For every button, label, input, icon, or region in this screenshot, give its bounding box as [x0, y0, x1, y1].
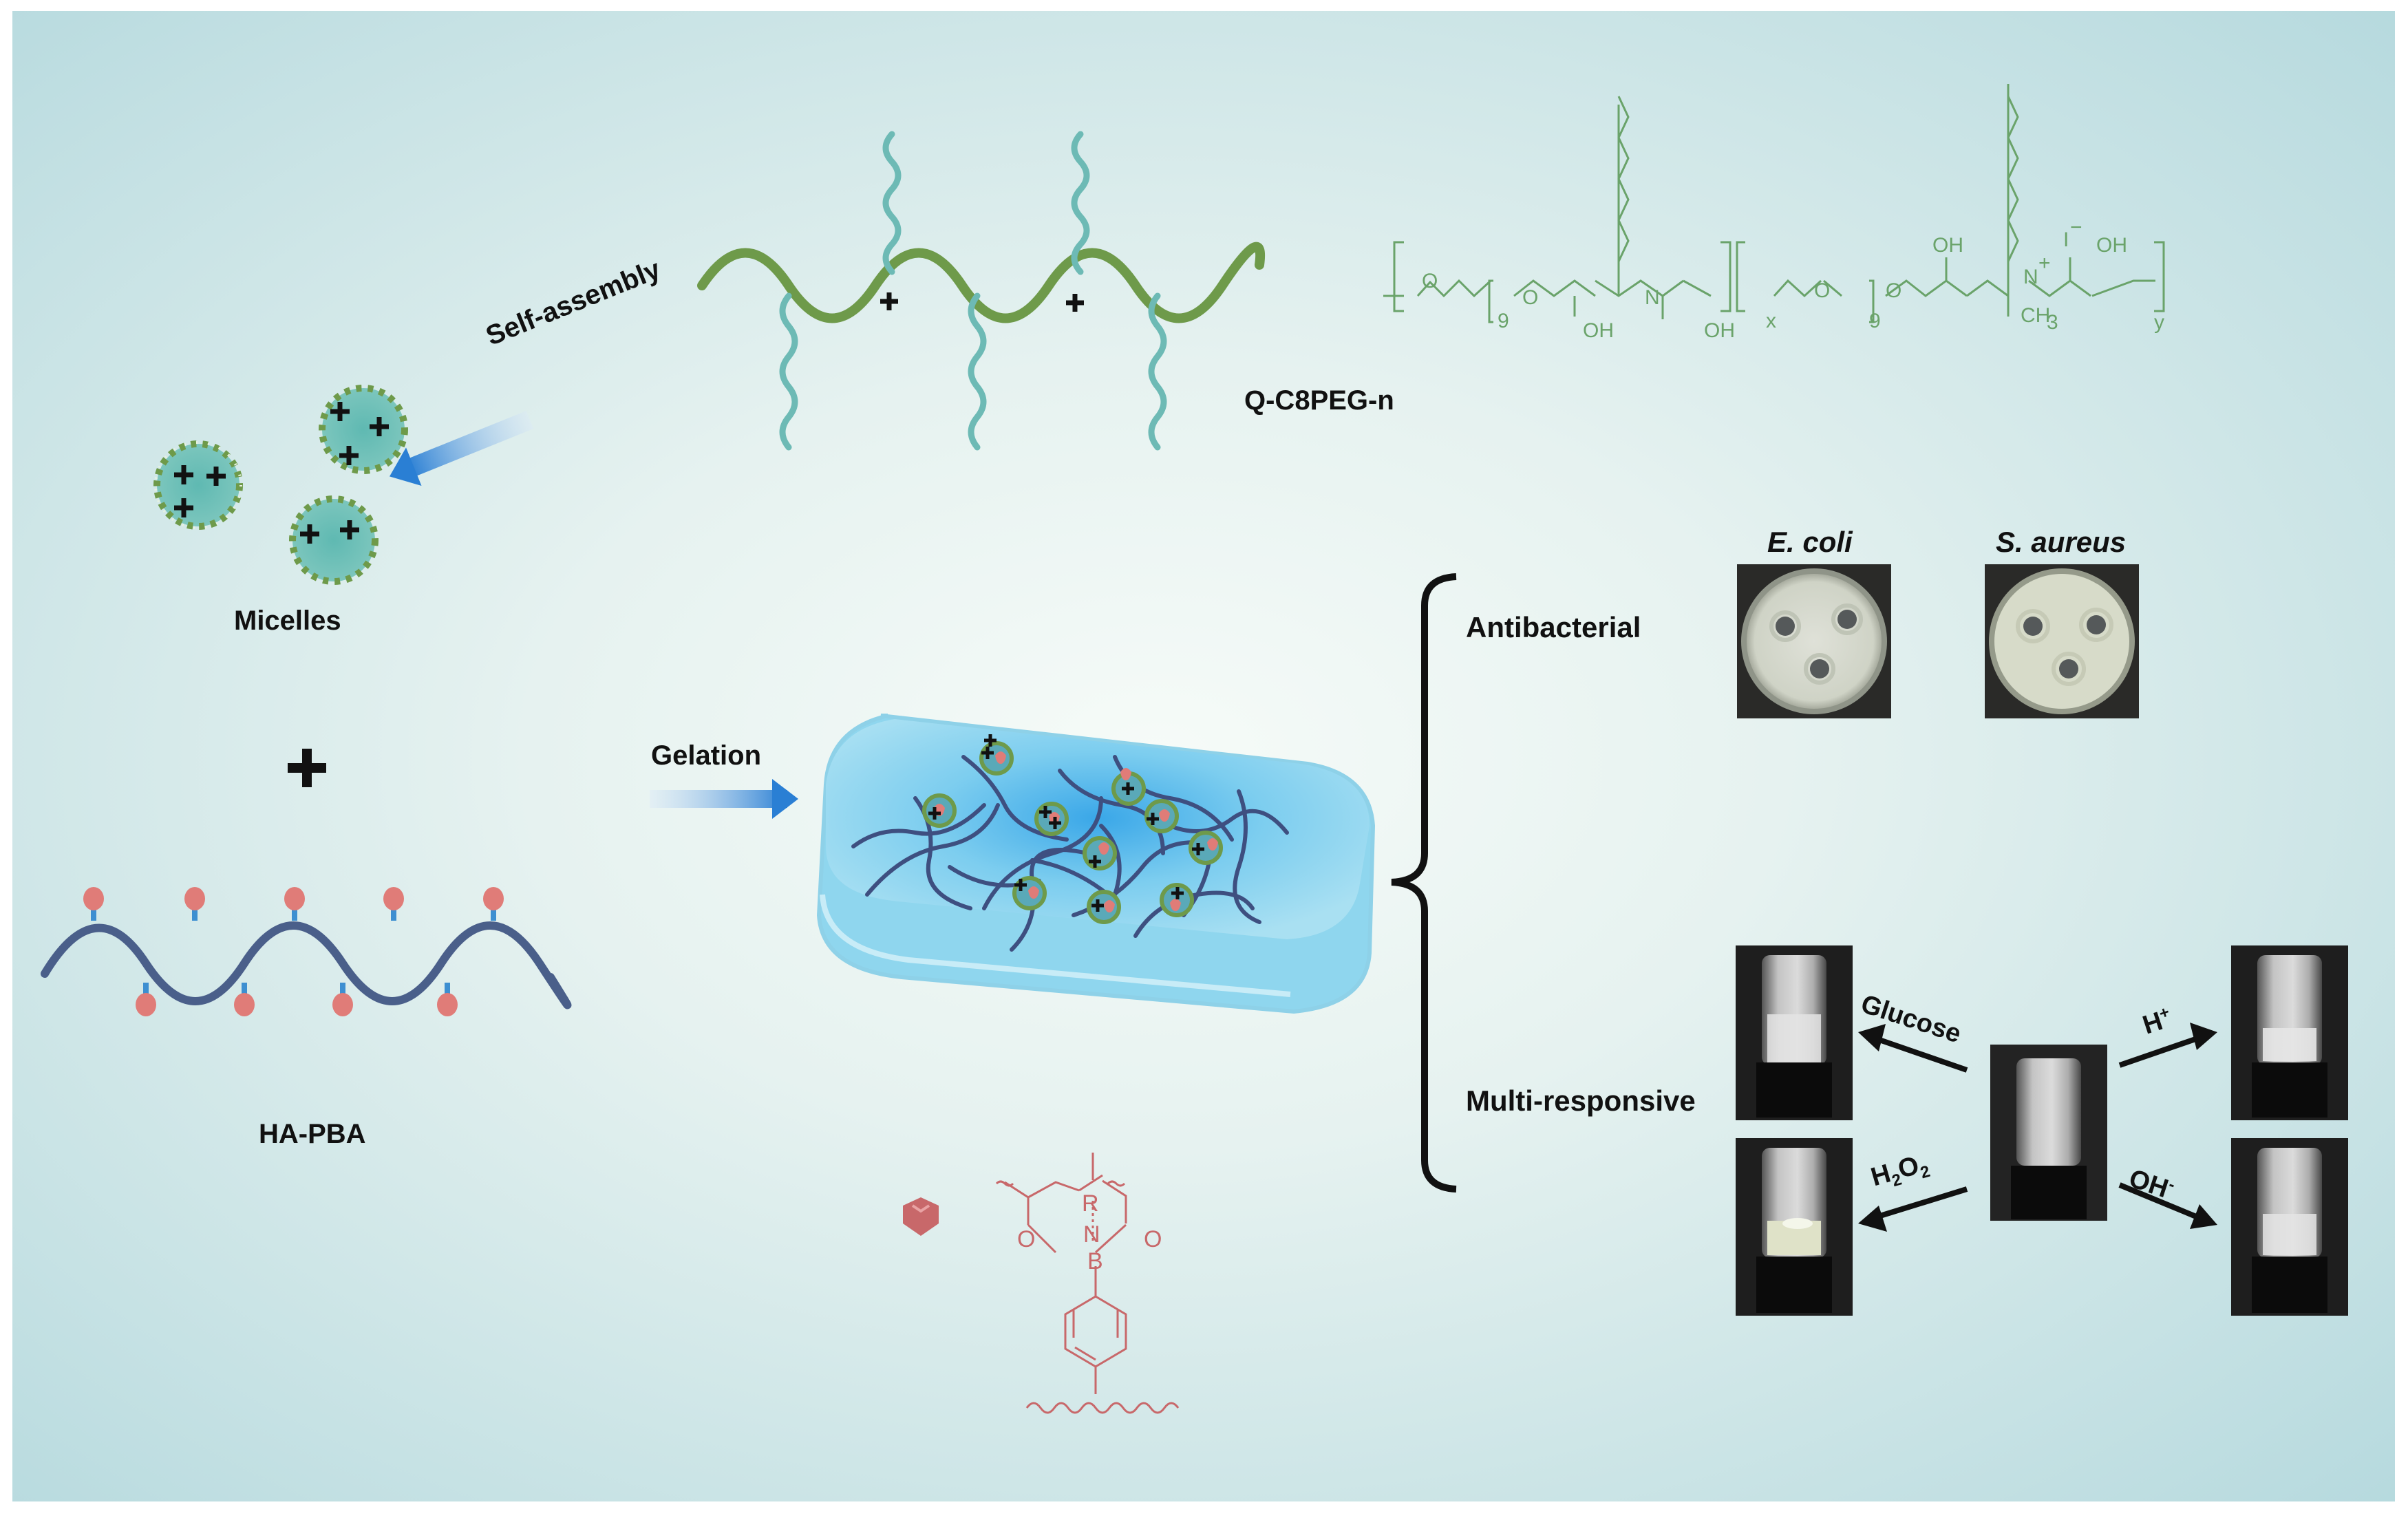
micelles-label: Micelles — [234, 606, 341, 636]
chem-bottom-labels: R N O O B — [1017, 1190, 1162, 1274]
vial-glucose-image — [1736, 945, 1853, 1120]
chem-o-3: O — [1814, 279, 1830, 302]
chem-r: R — [1082, 1190, 1099, 1217]
chem-ch3-sub: 3 — [2047, 311, 2058, 334]
vial-h-plus-photo — [2231, 945, 2348, 1120]
chem-oh-4: OH — [2096, 234, 2127, 257]
plus-sign — [288, 749, 326, 787]
q-c8peg-polymer — [697, 131, 1265, 451]
hydrogel-block — [816, 714, 1376, 1014]
antibacterial-label: Antibacterial — [1466, 611, 1641, 643]
vial-glucose-photo — [1736, 945, 1853, 1120]
vial-oh-minus-photo — [2231, 1138, 2348, 1316]
property-bracket — [1391, 573, 1457, 1193]
chem-y: y — [2154, 311, 2164, 334]
vial-h-plus-image — [2231, 945, 2348, 1120]
chem-ch3: CH — [2021, 304, 2050, 327]
gelation-arrow — [650, 779, 798, 819]
self-assembly-arrow — [390, 411, 534, 486]
chem-n: N — [1083, 1221, 1100, 1248]
response-arrows — [1858, 1023, 2217, 1232]
ha-pba-polymer — [41, 887, 572, 1016]
s-aureus-label: S. aureus — [1996, 526, 2127, 558]
e-coli-label: E. coli — [1767, 526, 1853, 558]
vial-center-photo — [1990, 1045, 2107, 1221]
ha-pba-label: HA-PBA — [259, 1119, 366, 1149]
chem-plus-sup: + — [2038, 252, 2051, 275]
boronate-ester-structure — [995, 1153, 1180, 1414]
chem-nine-2: 9 — [1869, 310, 1881, 332]
chem-o-4: O — [1886, 279, 1901, 302]
chem-o-left: O — [1017, 1226, 1035, 1252]
micelles — [153, 385, 408, 585]
e-coli-dish-photo — [1737, 564, 1891, 718]
boronate-ester-symbol-icon — [903, 1197, 939, 1236]
vial-h2o2-photo — [1736, 1138, 1853, 1316]
chem-iodide-sup: − — [2070, 216, 2082, 239]
chem-n-plus: N — [2023, 266, 2038, 288]
chem-top-labels: O 9 O OH N OH x O 9 O OH N + I − OH CH 3… — [1422, 216, 2164, 342]
gelation-label: Gelation — [651, 740, 762, 771]
chem-o-1: O — [1422, 270, 1438, 292]
s-aureus-dish-image — [1985, 564, 2139, 718]
micelle-2 — [319, 385, 408, 474]
vial-oh-minus-image — [2231, 1138, 2348, 1316]
e-coli-dish-image — [1737, 564, 1891, 718]
q-c8peg-label: Q-C8PEG-n — [1244, 385, 1394, 416]
s-aureus-dish-photo — [1985, 564, 2139, 718]
chem-o-2: O — [1522, 286, 1538, 309]
chem-oh-2: OH — [1704, 319, 1735, 342]
crosslink-nodes — [922, 734, 1223, 924]
micelle-1 — [153, 440, 243, 530]
chem-oh-3: OH — [1932, 234, 1963, 257]
micelle-3 — [289, 495, 379, 585]
chem-b: B — [1087, 1248, 1103, 1274]
chem-nine-1: 9 — [1498, 310, 1509, 332]
chem-iodide: I — [2063, 228, 2069, 251]
q-c8peg-chemical-structure — [1383, 84, 2165, 323]
chem-oh-1: OH — [1583, 319, 1614, 342]
multi-responsive-label: Multi-responsive — [1466, 1084, 1696, 1117]
chem-n: N — [1645, 286, 1660, 309]
vial-center-image — [1990, 1045, 2107, 1221]
chem-o-right: O — [1144, 1226, 1162, 1252]
vial-h2o2-image — [1736, 1138, 1853, 1316]
chem-x: x — [1766, 310, 1776, 332]
